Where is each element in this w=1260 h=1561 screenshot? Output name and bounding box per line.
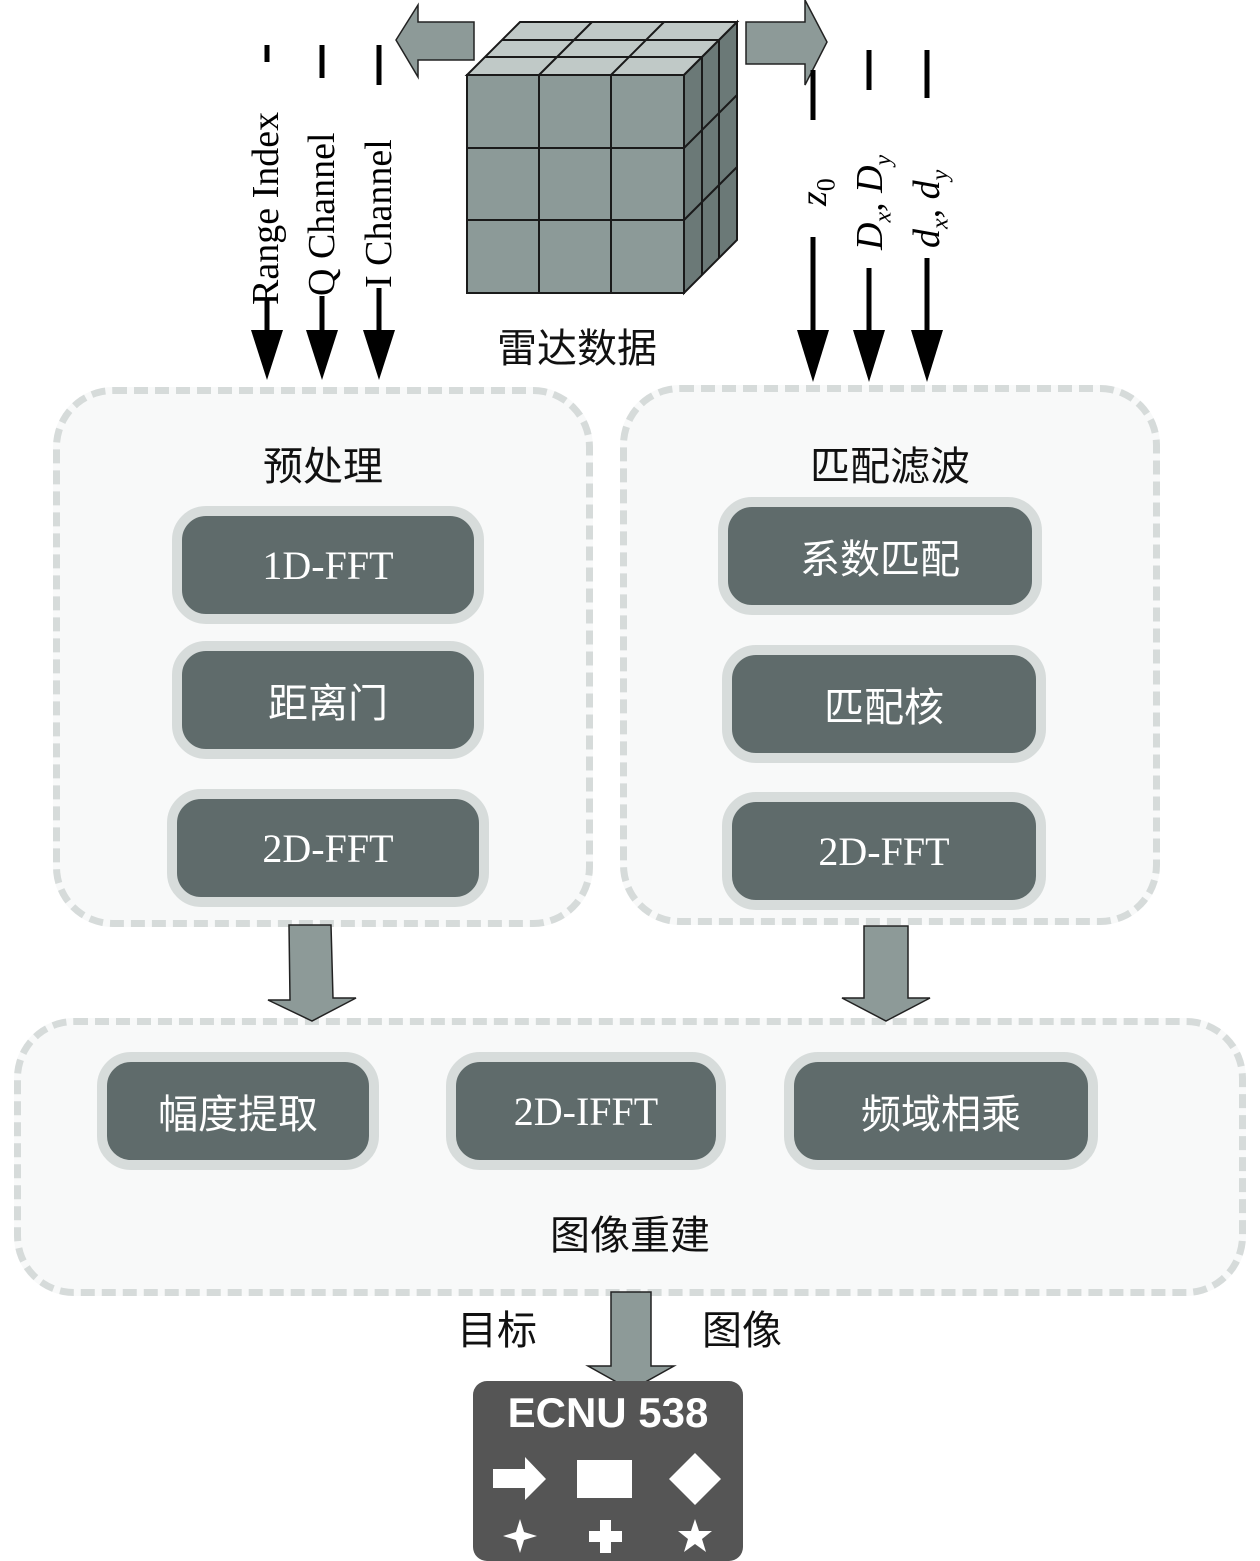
dx-dy-lower-param-label: dx, dy bbox=[905, 170, 955, 248]
matched-filter-title: 匹配滤波 bbox=[810, 444, 970, 489]
step-2d-ifft[interactable]: 2D-IFFT bbox=[446, 1052, 726, 1170]
diamond-shape-icon bbox=[669, 1453, 721, 1505]
four-point-star-icon bbox=[503, 1519, 537, 1553]
plus-shape-icon bbox=[589, 1520, 622, 1553]
target-image-text: ECNU 538 bbox=[507, 1389, 709, 1436]
step-range-gate[interactable]: 距离门 bbox=[172, 641, 484, 759]
radar-data-label: 雷达数据 bbox=[497, 326, 657, 371]
dx-dy-upper-param-label: Dx, Dy bbox=[848, 155, 898, 250]
i-channel-label: I Channel bbox=[358, 139, 400, 288]
step-1d-fft[interactable]: 1D-FFT bbox=[172, 506, 484, 624]
output-right-label: 图像 bbox=[702, 1308, 782, 1353]
cube-right-arrow bbox=[745, 0, 828, 86]
step-coefficient-match[interactable]: 系数匹配 bbox=[718, 497, 1042, 615]
target-image: ECNU 538 bbox=[473, 1381, 743, 1561]
target-shapes bbox=[493, 1453, 721, 1553]
input-arrows-left bbox=[251, 45, 395, 380]
z0-sub: 0 bbox=[811, 178, 841, 192]
dx-sub: x bbox=[927, 218, 954, 229]
Dx-sub: x bbox=[870, 211, 897, 223]
rectangle-shape-icon bbox=[577, 1460, 632, 1498]
preprocess-title: 预处理 bbox=[263, 444, 383, 489]
input-arrows-right bbox=[797, 50, 943, 382]
dx-text: d bbox=[906, 229, 948, 248]
z0-param-label: z0 bbox=[792, 178, 842, 206]
step-magnitude-extract[interactable]: 幅度提取 bbox=[97, 1052, 379, 1170]
q-channel-label: Q Channel bbox=[301, 132, 343, 296]
output-left-label: 目标 bbox=[457, 1308, 537, 1353]
step-frequency-multiply[interactable]: 频域相乘 bbox=[784, 1052, 1098, 1170]
Dy-text: , D bbox=[849, 165, 891, 212]
arrow-shape-icon bbox=[493, 1457, 546, 1500]
five-point-star-icon bbox=[678, 1519, 712, 1552]
Dy-sub: y bbox=[870, 154, 897, 166]
dy-sub: y bbox=[927, 169, 954, 181]
dy-text: , d bbox=[906, 180, 948, 219]
radar-data-cube-icon bbox=[464, 19, 740, 296]
cube-left-arrow bbox=[395, 2, 475, 80]
Dx-text: D bbox=[849, 222, 891, 250]
step-matched-kernel[interactable]: 匹配核 bbox=[722, 645, 1046, 763]
reconstruction-title: 图像重建 bbox=[550, 1213, 710, 1258]
z0-text: z bbox=[793, 191, 835, 206]
step-2d-fft-matched[interactable]: 2D-FFT bbox=[722, 792, 1046, 910]
step-2d-fft-preprocess[interactable]: 2D-FFT bbox=[167, 789, 489, 907]
range-index-label: Range Index bbox=[245, 111, 287, 305]
